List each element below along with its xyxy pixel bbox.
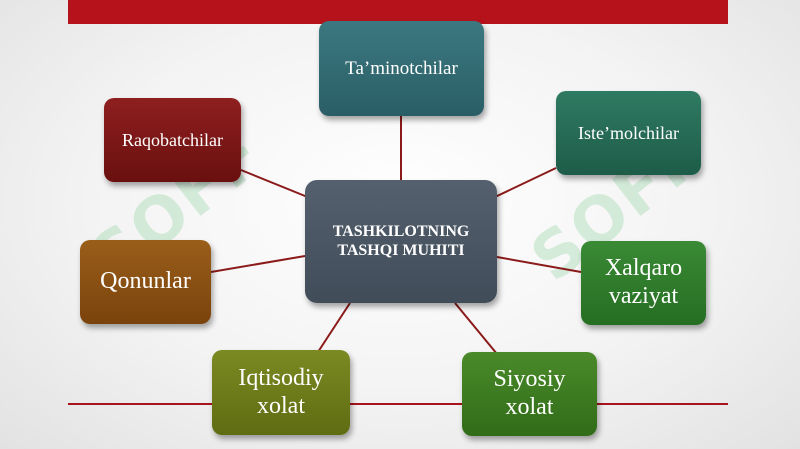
node-xalqaro-vaziyat: Xalqaro vaziyat <box>581 241 706 325</box>
node-label: Siyosiy xolat <box>493 366 566 420</box>
connector-middle-left <box>210 255 306 273</box>
connector-bottom-left <box>317 302 351 353</box>
node-istemolchilar: Iste’molchilar <box>556 91 701 175</box>
top-accent-bar <box>68 0 728 24</box>
node-label: Xalqaro vaziyat <box>604 255 683 309</box>
node-label: Iqtisodiy xolat <box>238 364 324 419</box>
connector-bottom-right <box>454 302 498 355</box>
connector-upper-left <box>240 169 311 199</box>
node-taminotchilar: Ta’minotchilar <box>319 21 484 116</box>
node-iqtisodiy-xolat: Iqtisodiy xolat <box>212 350 350 435</box>
connector-middle-right <box>496 256 582 273</box>
node-label: Iste’molchilar <box>578 122 679 143</box>
connector-upper-right <box>494 167 557 198</box>
node-qonunlar: Qonunlar <box>80 240 211 324</box>
node-raqobatchilar: Raqobatchilar <box>104 98 241 182</box>
bottom-divider-line <box>68 403 728 405</box>
node-label: Qonunlar <box>100 268 191 295</box>
node-label: Ta’minotchilar <box>345 57 458 79</box>
center-node: TASHKILOTNING TASHQI MUHITI <box>305 180 497 303</box>
center-node-label: TASHKILOTNING TASHQI MUHITI <box>332 223 470 259</box>
node-siyosiy-xolat: Siyosiy xolat <box>462 352 597 436</box>
node-label: Raqobatchilar <box>122 129 223 150</box>
